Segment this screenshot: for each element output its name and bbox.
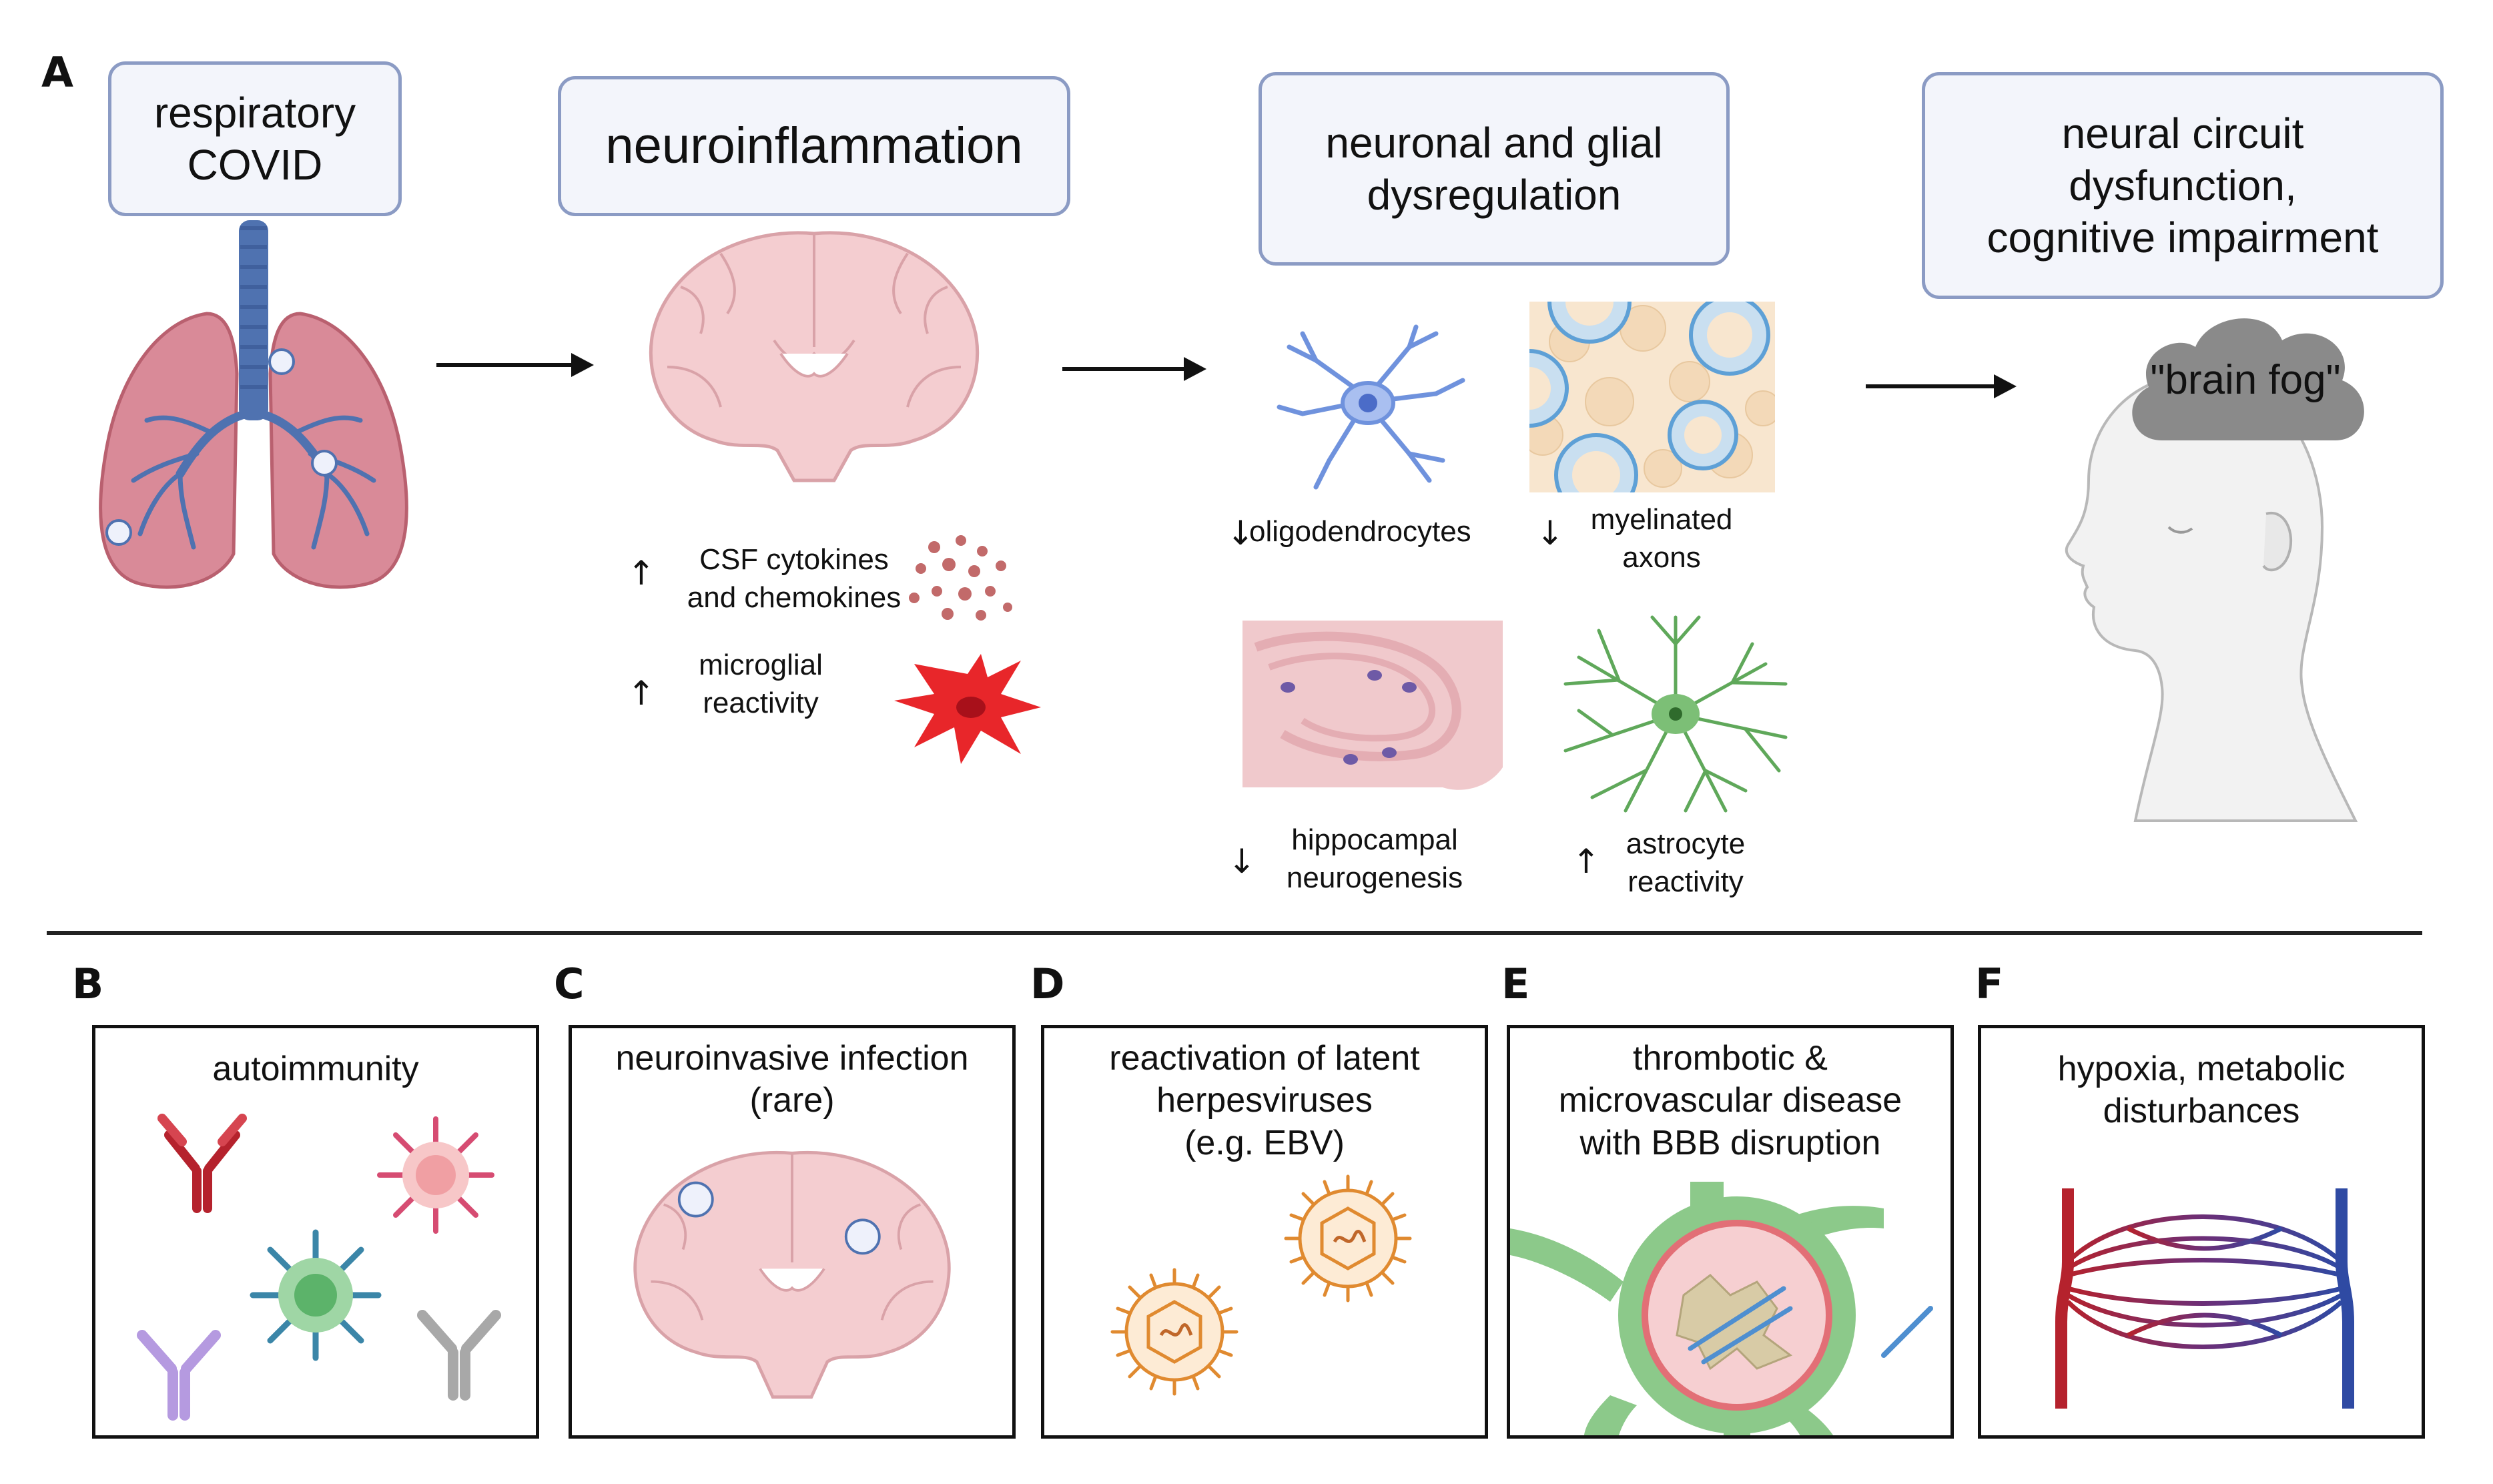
myelinated-axons-label: myelinated axons — [1590, 503, 1733, 575]
virus-icon — [677, 1181, 881, 1255]
microglia-cell — [894, 654, 1041, 764]
flow-arrow-1 — [436, 353, 594, 377]
myelinated-axons-illustration — [1529, 302, 1775, 492]
section-divider — [47, 931, 2422, 935]
panel-letter-f: F — [1975, 960, 2004, 1008]
antibody-purple-icon — [137, 1330, 221, 1421]
oligodendrocytes-label: oligodendrocytes — [1249, 515, 1471, 548]
flow-arrow-2 — [1062, 357, 1206, 381]
brain-coronal-illustration — [649, 231, 980, 482]
mechanism-autoimmunity: autoimmunity — [92, 1025, 539, 1439]
brain-with-virus-illustration — [633, 1150, 951, 1399]
brain-fog-cloud — [2132, 318, 2364, 440]
thrombotic-title: thrombotic & microvascular disease with … — [1558, 1039, 1902, 1162]
stage-neuronal-glial-dysregulation: neuronal and glial dysregulation — [1259, 72, 1730, 266]
b-cell-green-icon — [250, 1229, 382, 1361]
stage-dysregulation-label: neuronal and glial dysregulation — [1325, 118, 1663, 219]
myelinated-axons-arrow: ↓ — [1536, 514, 1564, 552]
cytokines-label: CSF cytokines and chemokines — [687, 543, 902, 615]
oligodendrocyte-cell — [1277, 324, 1465, 490]
antibody-icon — [157, 1114, 247, 1213]
antibody-gray-icon — [417, 1310, 501, 1401]
cytokine-dots — [909, 535, 1012, 621]
stage-dysfunction-label: neural circuit dysfunction, cognitive im… — [1987, 109, 2379, 262]
stage-neural-circuit-dysfunction: neural circuit dysfunction, cognitive im… — [1922, 72, 2444, 299]
stage-respiratory-covid: respiratory COVID — [108, 61, 402, 216]
astrocyte-label: astrocyte reactivity — [1626, 827, 1746, 899]
b-cell-pink-icon — [377, 1116, 494, 1234]
brain-fog-label: "brain fog" — [2150, 357, 2341, 403]
panel-letter-b: B — [72, 960, 104, 1008]
herpesvirus-icon-small — [1110, 1268, 1238, 1396]
capillary-bed-illustration — [2055, 1188, 2354, 1409]
hippocampus-illustration — [1242, 621, 1503, 790]
flow-arrow-3 — [1866, 374, 2017, 398]
mechanism-neuroinvasive-infection: neuroinvasive infection (rare) — [569, 1025, 1016, 1439]
neuroinvasive-title: neuroinvasive infection (rare) — [615, 1039, 969, 1120]
hippocampal-arrow: ↓ — [1228, 842, 1256, 881]
panel-letter-e: E — [1501, 960, 1530, 1008]
panel-letter-d: D — [1030, 960, 1065, 1008]
astrocyte-cell — [1563, 615, 1788, 813]
autoimmunity-title: autoimmunity — [212, 1050, 419, 1088]
stage-respiratory-label: respiratory COVID — [153, 88, 356, 189]
panel-letter-a: A — [41, 48, 73, 97]
hippocampal-label: hippocampal neurogenesis — [1286, 823, 1463, 895]
microglia-arrow: ↑ — [627, 674, 655, 713]
cytokines-arrow: ↑ — [627, 554, 655, 593]
stage-neuroinflammation-label: neuroinflammation — [605, 117, 1023, 174]
herpesvirus-icon-large — [1284, 1174, 1412, 1303]
stage-neuroinflammation: neuroinflammation — [558, 76, 1070, 216]
panel-letter-c: C — [554, 960, 585, 1008]
hypoxia-title: hypoxia, metabolic disturbances — [2057, 1050, 2346, 1131]
oligodendrocytes-arrow: ↓ — [1226, 514, 1255, 552]
mechanism-thrombotic-microvascular: thrombotic & microvascular disease with … — [1507, 1025, 1954, 1439]
microglia-label: microglial reactivity — [699, 649, 823, 720]
astrocyte-arrow: ↑ — [1572, 842, 1600, 881]
mechanism-hypoxia-metabolic: hypoxia, metabolic disturbances — [1978, 1025, 2425, 1439]
head-profile-illustration — [2065, 372, 2358, 822]
lungs-illustration — [99, 220, 408, 589]
herpesvirus-title: reactivation of latent herpesviruses (e.… — [1109, 1039, 1420, 1162]
blood-vessel-cross-section — [1510, 1182, 1933, 1435]
virus-particles — [105, 348, 338, 546]
mechanism-herpesvirus-reactivation: reactivation of latent herpesviruses (e.… — [1041, 1025, 1488, 1439]
